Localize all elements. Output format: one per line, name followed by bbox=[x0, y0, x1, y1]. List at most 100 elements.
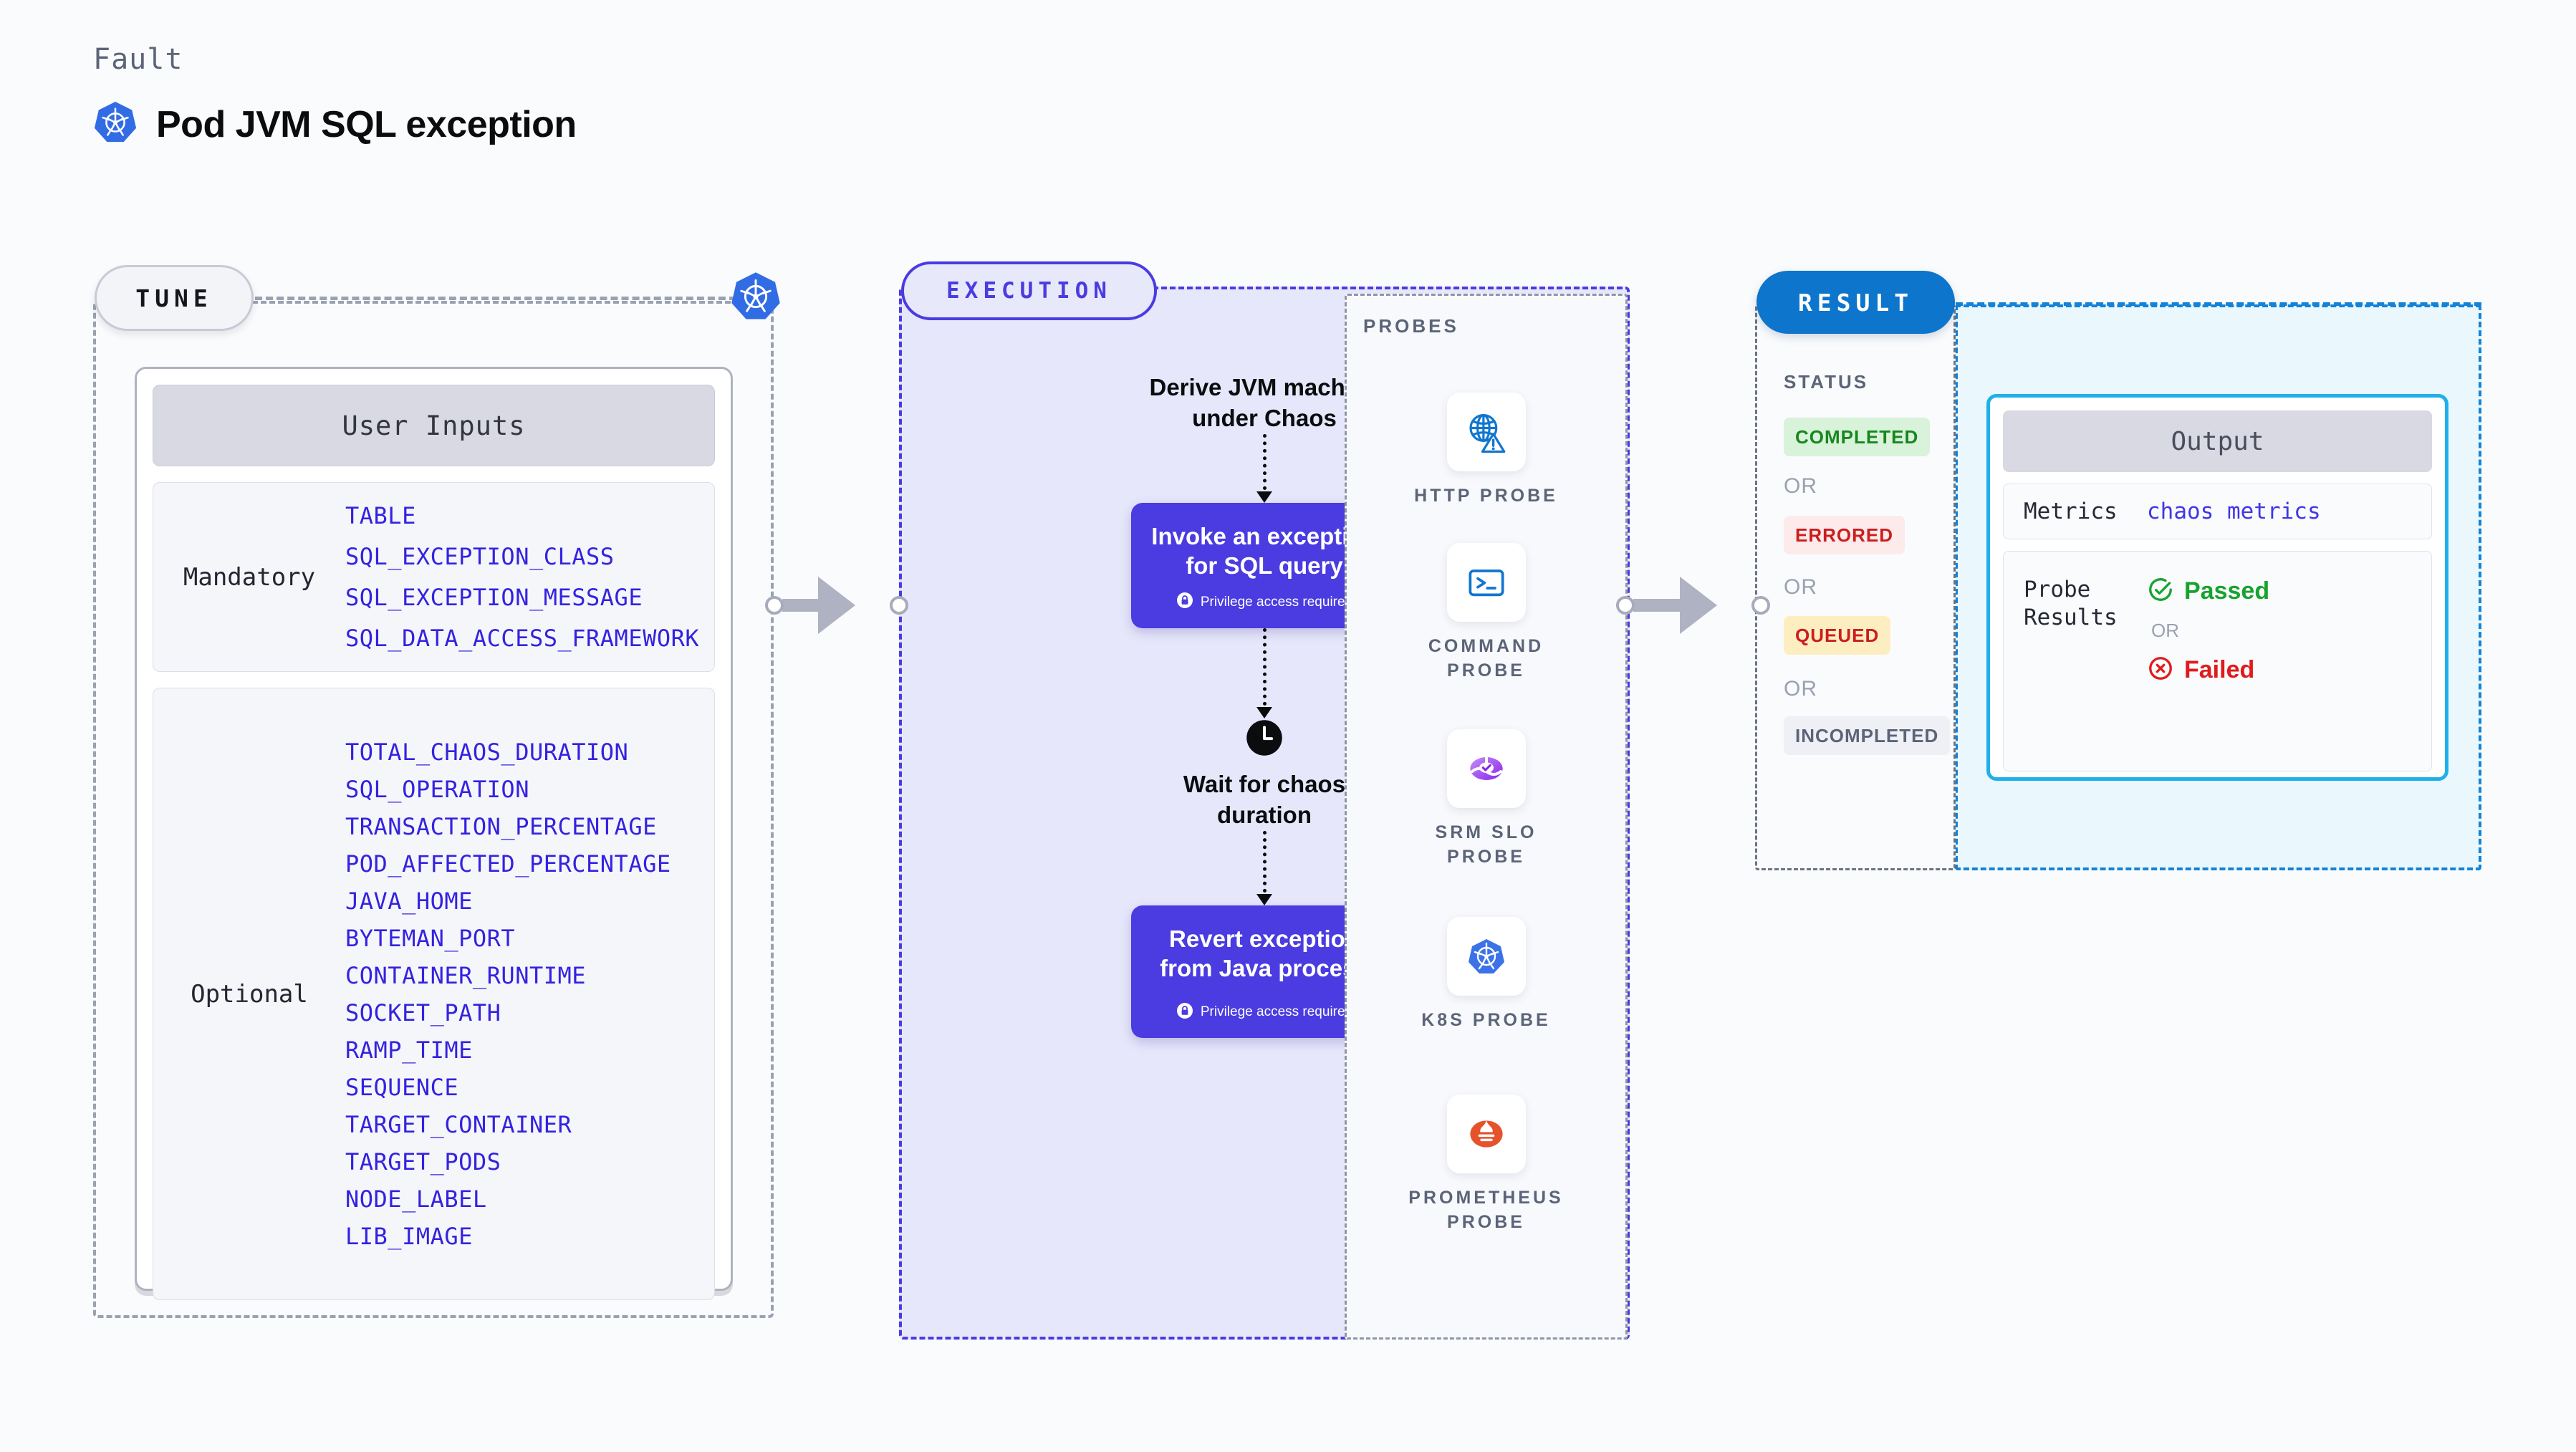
param-item[interactable]: TARGET_CONTAINER bbox=[345, 1110, 572, 1138]
param-item[interactable]: TRANSACTION_PERCENTAGE bbox=[345, 812, 657, 840]
status-badge-incompleted: INCOMPLETED bbox=[1784, 716, 1951, 755]
tune-dashed-connector bbox=[255, 297, 736, 300]
param-item[interactable]: SQL_OPERATION bbox=[345, 775, 529, 803]
x-circle-icon bbox=[2147, 655, 2174, 686]
probe-results-key-line-1: Probe bbox=[2024, 577, 2091, 602]
terminal-icon bbox=[1446, 543, 1526, 622]
privilege-text: Privilege access required bbox=[1200, 1004, 1353, 1020]
derive-jvm-step: Derive JVM machine under Chaos bbox=[899, 372, 1630, 434]
wait-chaos-step: Wait for chaos duration bbox=[899, 769, 1630, 831]
param-item[interactable]: SQL_EXCEPTION_CLASS bbox=[345, 543, 615, 570]
output-card: Output Metrics chaos metrics Probe Resul… bbox=[1986, 394, 2448, 781]
revert-line-1: Revert exception bbox=[1169, 925, 1360, 953]
tune-to-execution-arrow bbox=[765, 573, 908, 638]
connector-dot bbox=[890, 596, 908, 615]
param-item[interactable]: BYTEMAN_PORT bbox=[345, 924, 516, 952]
probe-label-line-1: SRM SLO bbox=[1435, 822, 1537, 842]
metrics-value[interactable]: chaos metrics bbox=[2147, 499, 2321, 524]
probes-section-label: PROBES bbox=[1363, 315, 1459, 337]
metrics-row: Metrics chaos metrics bbox=[2003, 484, 2432, 539]
lock-icon bbox=[1176, 592, 1193, 612]
connector-dot bbox=[1751, 596, 1770, 615]
invoke-exception-title: Invoke an exception for SQL query bbox=[1144, 521, 1385, 581]
probe-label-line-1: HTTP PROBE bbox=[1414, 486, 1558, 506]
failed-label: Failed bbox=[2184, 656, 2255, 683]
revert-exception-title: Revert exception from Java process bbox=[1144, 924, 1385, 984]
result-status-panel bbox=[1755, 304, 1956, 870]
param-item[interactable]: JAVA_HOME bbox=[345, 887, 473, 915]
probe-results-key-line-2: Results bbox=[2024, 604, 2118, 630]
invoke-line-1: Invoke an exception bbox=[1151, 522, 1378, 549]
probe-label-line-1: PROMETHEUS bbox=[1408, 1188, 1564, 1208]
revert-line-2: from Java process bbox=[1160, 955, 1369, 982]
kubernetes-icon bbox=[730, 271, 782, 326]
param-item[interactable]: SOCKET_PATH bbox=[345, 999, 501, 1027]
page-header: Fault Pod bbox=[93, 43, 577, 148]
param-item[interactable]: SQL_EXCEPTION_MESSAGE bbox=[345, 584, 643, 611]
param-item[interactable]: CONTAINER_RUNTIME bbox=[345, 961, 587, 989]
tune-pill-label: TUNE bbox=[95, 265, 254, 331]
check-circle-icon bbox=[2147, 576, 2174, 607]
wait-line-2: duration bbox=[1217, 802, 1312, 829]
param-item[interactable]: TABLE bbox=[345, 502, 416, 529]
title-row: Pod JVM SQL exception bbox=[93, 100, 577, 148]
probe-results-key: Probe Results bbox=[2004, 576, 2147, 632]
probe-prometheus[interactable]: PROMETHEUS PROBE bbox=[1345, 1095, 1628, 1235]
status-badge-completed: COMPLETED bbox=[1784, 418, 1931, 456]
or-separator: OR bbox=[2151, 620, 2179, 641]
prometheus-icon bbox=[1446, 1095, 1526, 1173]
dotted-line bbox=[1263, 628, 1267, 706]
probe-label: HTTP PROBE bbox=[1414, 484, 1558, 509]
result-dashed-connector bbox=[1956, 302, 2481, 306]
execution-pill-label: EXECUTION bbox=[901, 261, 1157, 320]
probe-k8s[interactable]: K8S PROBE bbox=[1345, 917, 1628, 1033]
page-title: Pod JVM SQL exception bbox=[156, 103, 577, 145]
result-pill-label: RESULT bbox=[1756, 271, 1955, 334]
or-separator: OR bbox=[1784, 677, 1817, 701]
param-item[interactable]: RAMP_TIME bbox=[345, 1036, 473, 1064]
probe-results-row: Probe Results Passed OR bbox=[2003, 551, 2432, 771]
derive-jvm-line-1: Derive JVM machine bbox=[1149, 374, 1380, 400]
srm-slo-icon bbox=[1446, 729, 1526, 808]
probe-label-line-2: PROBE bbox=[1447, 660, 1525, 681]
lock-icon bbox=[1176, 1002, 1193, 1023]
kubernetes-icon bbox=[1446, 917, 1526, 996]
param-item[interactable]: SQL_DATA_ACCESS_FRAMEWORK bbox=[345, 625, 700, 652]
globe-warning-icon bbox=[1446, 393, 1526, 471]
probe-result-passed: Passed bbox=[2147, 576, 2269, 607]
arrow-head-icon bbox=[1256, 491, 1272, 503]
param-item[interactable]: LIB_IMAGE bbox=[345, 1222, 473, 1250]
param-item[interactable]: SEQUENCE bbox=[345, 1073, 459, 1101]
param-item[interactable]: POD_AFFECTED_PERCENTAGE bbox=[345, 850, 671, 878]
mandatory-param-list: TABLE SQL_EXCEPTION_CLASS SQL_EXCEPTION_… bbox=[345, 502, 699, 652]
probe-srm-slo[interactable]: SRM SLO PROBE bbox=[1345, 729, 1628, 870]
passed-label: Passed bbox=[2184, 577, 2270, 605]
fault-kicker: Fault bbox=[93, 43, 183, 76]
probes-to-result-arrow bbox=[1616, 573, 1770, 638]
wait-line-1: Wait for chaos bbox=[1183, 771, 1346, 798]
status-badge-queued: QUEUED bbox=[1784, 616, 1891, 655]
probe-command[interactable]: COMMAND PROBE bbox=[1345, 543, 1628, 683]
probe-result-failed: Failed bbox=[2147, 655, 2269, 686]
mandatory-param-group: Mandatory TABLE SQL_EXCEPTION_CLASS SQL_… bbox=[153, 482, 715, 672]
arrow-head-icon bbox=[1680, 577, 1754, 634]
arrow-head-icon bbox=[818, 577, 893, 634]
probe-label-line-2: PROBE bbox=[1447, 846, 1525, 867]
optional-param-list: TOTAL_CHAOS_DURATION SQL_OPERATION TRANS… bbox=[345, 739, 671, 1250]
dotted-line bbox=[1263, 831, 1267, 893]
optional-param-group: Optional TOTAL_CHAOS_DURATION SQL_OPERAT… bbox=[153, 688, 715, 1300]
probe-label: SRM SLO PROBE bbox=[1436, 821, 1537, 870]
user-inputs-title: User Inputs bbox=[153, 385, 715, 466]
user-inputs-card: User Inputs Mandatory TABLE SQL_EXCEPTIO… bbox=[135, 367, 733, 1300]
or-separator: OR bbox=[1784, 575, 1817, 599]
or-separator: OR bbox=[1784, 474, 1817, 498]
probe-label: COMMAND PROBE bbox=[1428, 635, 1544, 683]
kubernetes-icon bbox=[93, 100, 138, 148]
param-item[interactable]: TARGET_PODS bbox=[345, 1148, 501, 1175]
output-title: Output bbox=[2003, 410, 2432, 472]
clock-icon bbox=[1245, 718, 1284, 761]
param-item[interactable]: NODE_LABEL bbox=[345, 1185, 487, 1213]
probe-http[interactable]: HTTP PROBE bbox=[1345, 393, 1628, 509]
mandatory-label: Mandatory bbox=[183, 562, 316, 592]
param-item[interactable]: TOTAL_CHAOS_DURATION bbox=[345, 738, 629, 766]
